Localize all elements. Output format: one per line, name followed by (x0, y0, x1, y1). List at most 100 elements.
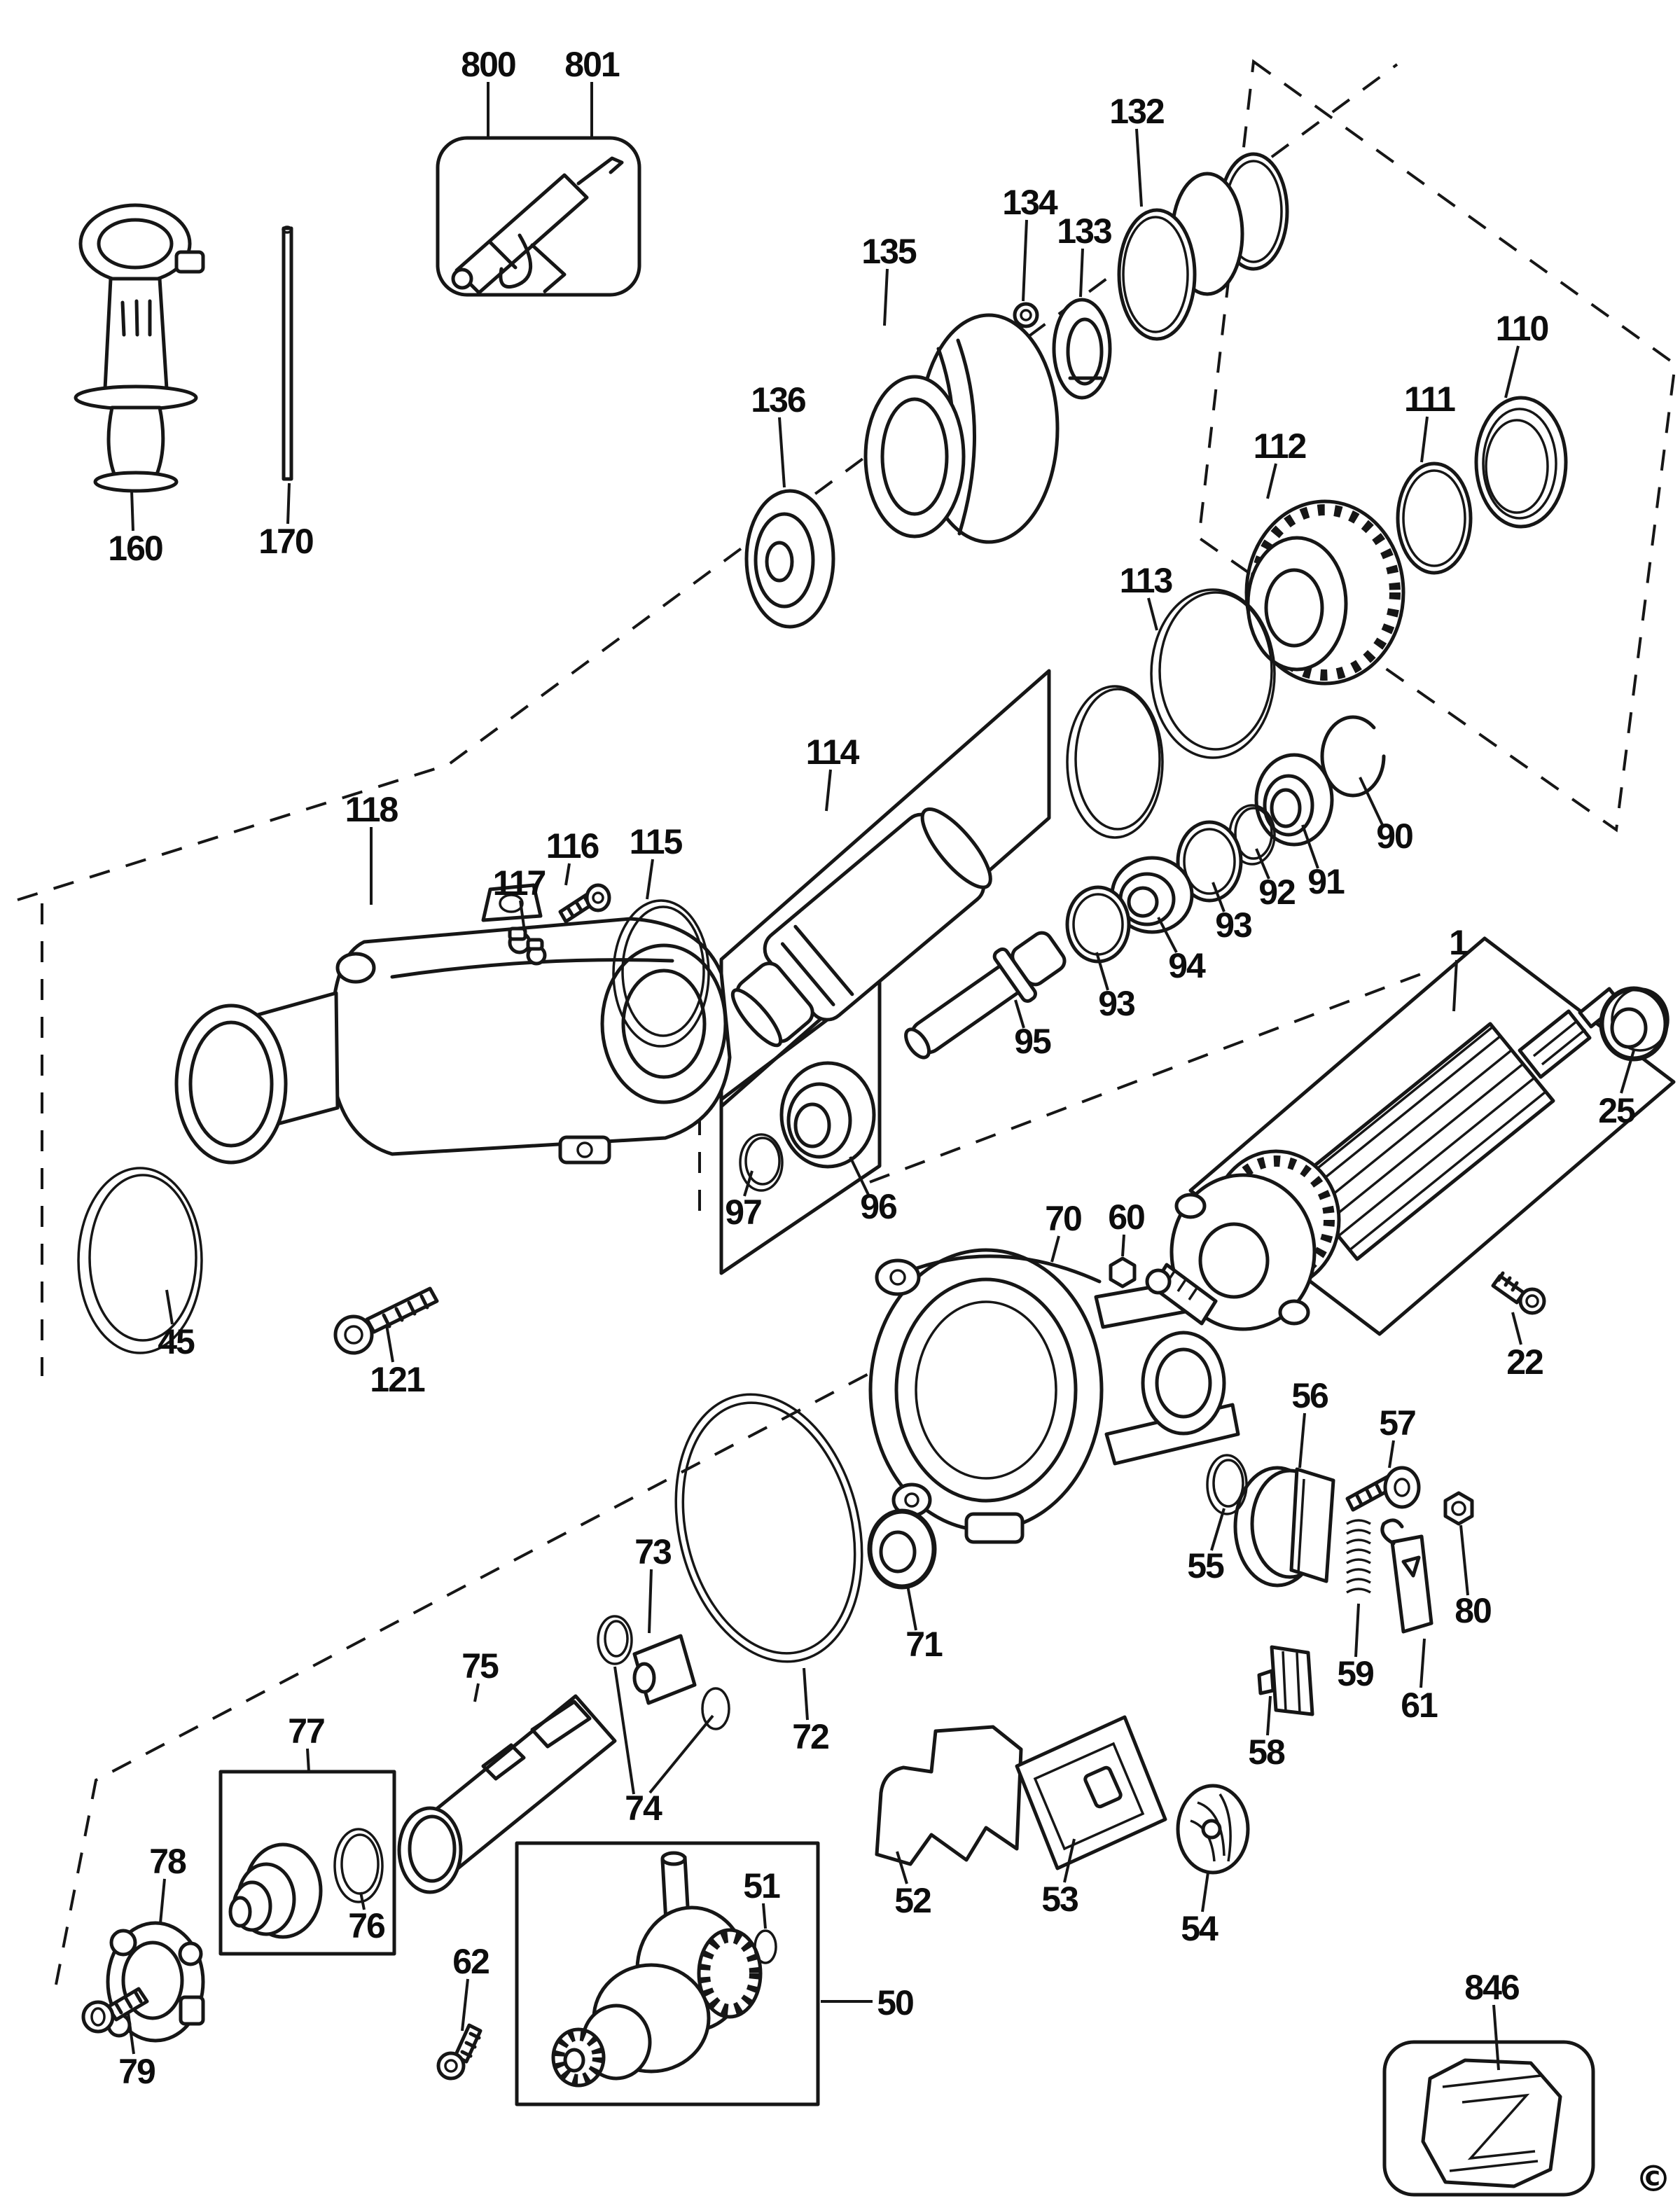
grease-gun-drawing (451, 156, 624, 295)
part-label-135: 135 (861, 232, 917, 271)
part-label-96: 96 (860, 1187, 898, 1226)
leader-97 (743, 1170, 754, 1197)
bearing-71-drawing (867, 1508, 937, 1590)
screw-79-drawing (81, 1987, 149, 2034)
part-label-133: 133 (1057, 211, 1112, 251)
part-label-115: 115 (629, 822, 683, 861)
part-label-75: 75 (461, 1646, 499, 1686)
part-label-113: 113 (1119, 561, 1174, 600)
clamp-78-drawing (106, 1921, 205, 2043)
leader-75 (473, 1683, 480, 1702)
seal-chain-drawing (1065, 715, 1386, 964)
part-label-846: 846 (1464, 1968, 1520, 2007)
cylinder-75-drawing (397, 1694, 617, 1894)
leader-92 (1255, 848, 1270, 880)
part-label-58: 58 (1248, 1733, 1286, 1772)
leader-134 (1022, 219, 1028, 302)
mode-knob-drawing (1233, 1466, 1335, 1588)
leader-96 (849, 1156, 870, 1195)
small-parts-115-117-drawing (508, 883, 710, 1048)
leader-59 (1354, 1603, 1360, 1658)
oring-72-drawing (674, 1393, 863, 1663)
part-label-118: 118 (345, 790, 399, 829)
screw-121-drawing (333, 1286, 439, 1355)
part-label-78: 78 (149, 1842, 187, 1881)
leader-846 (1492, 2004, 1500, 2071)
part-label-111: 111 (1404, 380, 1456, 419)
part-label-1: 1 (1449, 923, 1469, 962)
part-label-112: 112 (1253, 426, 1307, 466)
leader-95 (1014, 999, 1025, 1029)
leader-112 (1266, 463, 1277, 499)
leader-114 (825, 769, 832, 812)
armature-drawing (1145, 987, 1623, 1331)
gear-housing-drawing (174, 883, 732, 1165)
part-label-22: 22 (1506, 1342, 1544, 1382)
part-label-60: 60 (1108, 1197, 1146, 1237)
part-label-57: 57 (1379, 1403, 1417, 1443)
latch-58-drawing (1257, 1645, 1314, 1716)
spring-59-drawing (1346, 1519, 1371, 1594)
nut-60-drawing (1109, 1256, 1137, 1289)
leader-1 (1452, 959, 1458, 1012)
part-label-50: 50 (877, 1983, 915, 2022)
part-label-117: 117 (492, 863, 547, 903)
part-label-94: 94 (1168, 946, 1206, 985)
nose-parts-drawing (744, 152, 1289, 629)
part-label-74: 74 (625, 1789, 662, 1828)
fan-54-drawing (1176, 1784, 1250, 1875)
leader-91 (1301, 824, 1319, 869)
side-handle-drawing (74, 203, 205, 493)
nut-80-drawing (1443, 1491, 1474, 1526)
leader-51 (762, 1903, 767, 1929)
leader-136 (778, 417, 786, 488)
leader-58 (1266, 1695, 1272, 1736)
part-label-116: 116 (546, 826, 600, 866)
part-label-51: 51 (743, 1866, 781, 1905)
leader-57 (1388, 1440, 1395, 1468)
part-label-132: 132 (1109, 92, 1165, 131)
screw-22-drawing (1491, 1271, 1546, 1315)
ram-drawing (739, 1061, 876, 1192)
leader-170 (286, 482, 291, 525)
leader-77 (306, 1748, 310, 1772)
leader-79 (127, 2012, 135, 2055)
part-label-53: 53 (1041, 1880, 1079, 1919)
depth-rod-drawing (282, 225, 293, 481)
leader-80 (1459, 1525, 1469, 1596)
part-label-134: 134 (1002, 183, 1057, 222)
leader-110 (1504, 345, 1520, 398)
bracket-52-drawing (875, 1725, 1023, 1866)
part-label-91: 91 (1307, 862, 1345, 901)
leader-74 (648, 1714, 714, 1794)
plate-53-drawing (1015, 1715, 1167, 1870)
leader-115 (646, 859, 654, 900)
part-label-93: 93 (1215, 905, 1253, 945)
part-label-54: 54 (1181, 1909, 1219, 1948)
part-label-121: 121 (370, 1360, 425, 1399)
card-armature (1188, 936, 1676, 1336)
part-label-55: 55 (1187, 1546, 1225, 1585)
leader-93 (1095, 952, 1109, 991)
part-label-97: 97 (725, 1193, 763, 1232)
part-label-170: 170 (258, 522, 314, 561)
leader-78 (159, 1878, 166, 1924)
part-label-801: 801 (564, 45, 620, 84)
part-label-136: 136 (751, 380, 806, 419)
lever-61-drawing (1380, 1518, 1433, 1634)
part-label-73: 73 (634, 1532, 672, 1571)
leader-53 (1063, 1838, 1076, 1883)
part-label-110: 110 (1495, 309, 1550, 348)
clutch-parts-drawing (1066, 396, 1568, 839)
part-label-61: 61 (1401, 1686, 1438, 1725)
leader-62 (461, 1978, 469, 2032)
leader-73 (648, 1569, 653, 1634)
part-label-92: 92 (1258, 873, 1296, 912)
leader-70 (1050, 1235, 1060, 1263)
leader-113 (1147, 597, 1158, 631)
part-label-52: 52 (894, 1881, 932, 1920)
part-label-160: 160 (108, 529, 163, 568)
part-label-70: 70 (1045, 1199, 1083, 1238)
